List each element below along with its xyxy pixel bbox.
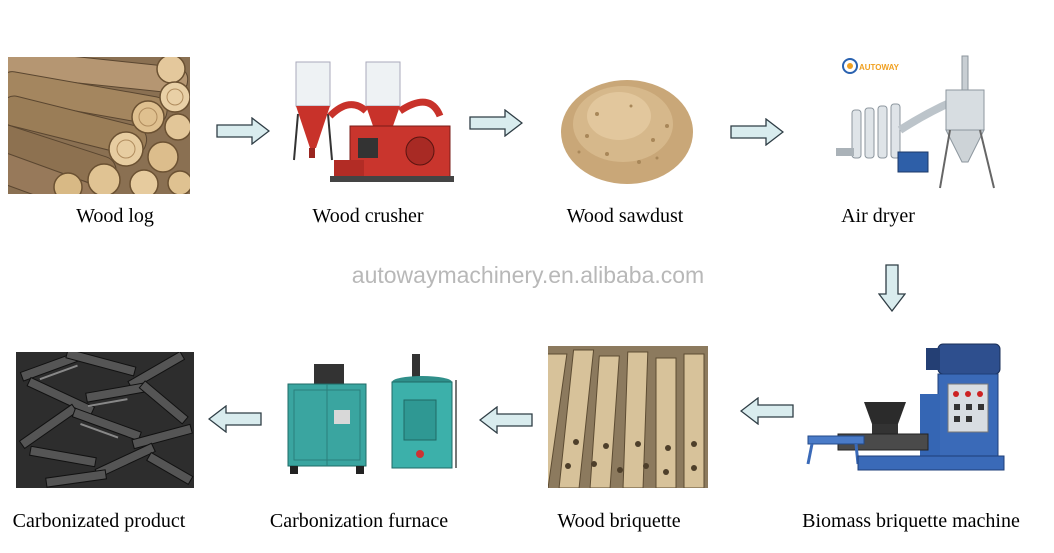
step-label-carbonizated-product: Carbonizated product [12, 510, 186, 532]
flow-arrow-right-icon [730, 118, 784, 146]
flow-arrow-left-icon [208, 405, 262, 433]
autoway-logo: AUTOWAY [842, 58, 900, 74]
logo-text: AUTOWAY [859, 63, 900, 72]
step-label-biomass-briquette-machine: Biomass briquette machine [802, 510, 1020, 532]
flow-arrow-right-icon [469, 109, 523, 137]
step-label-wood-sawdust: Wood sawdust [566, 205, 684, 227]
flow-arrow-left-icon [479, 406, 533, 434]
briquette-machine-image [798, 338, 1034, 478]
step-label-air-dryer: Air dryer [841, 205, 915, 227]
watermark-text: autowaymachinery.en.alibaba.com [351, 262, 705, 288]
air-dryer-image: AUTOWAY [828, 52, 1018, 192]
step-label-carbonization-furnace: Carbonization furnace [269, 510, 449, 532]
wood-crusher-image [290, 56, 460, 186]
step-label-wood-briquette: Wood briquette [557, 510, 681, 532]
wood-sawdust-image [557, 66, 697, 190]
step-label-wood-log: Wood log [76, 205, 154, 227]
wood-log-image [8, 57, 190, 194]
flow-arrow-down-icon [878, 264, 906, 312]
carbonization-furnace-image [280, 350, 460, 480]
carbonizated-product-image [16, 352, 194, 488]
flow-arrow-left-icon [740, 397, 794, 425]
flow-arrow-right-icon [216, 117, 270, 145]
step-label-wood-crusher: Wood crusher [312, 205, 424, 227]
wood-briquette-image [548, 346, 708, 488]
